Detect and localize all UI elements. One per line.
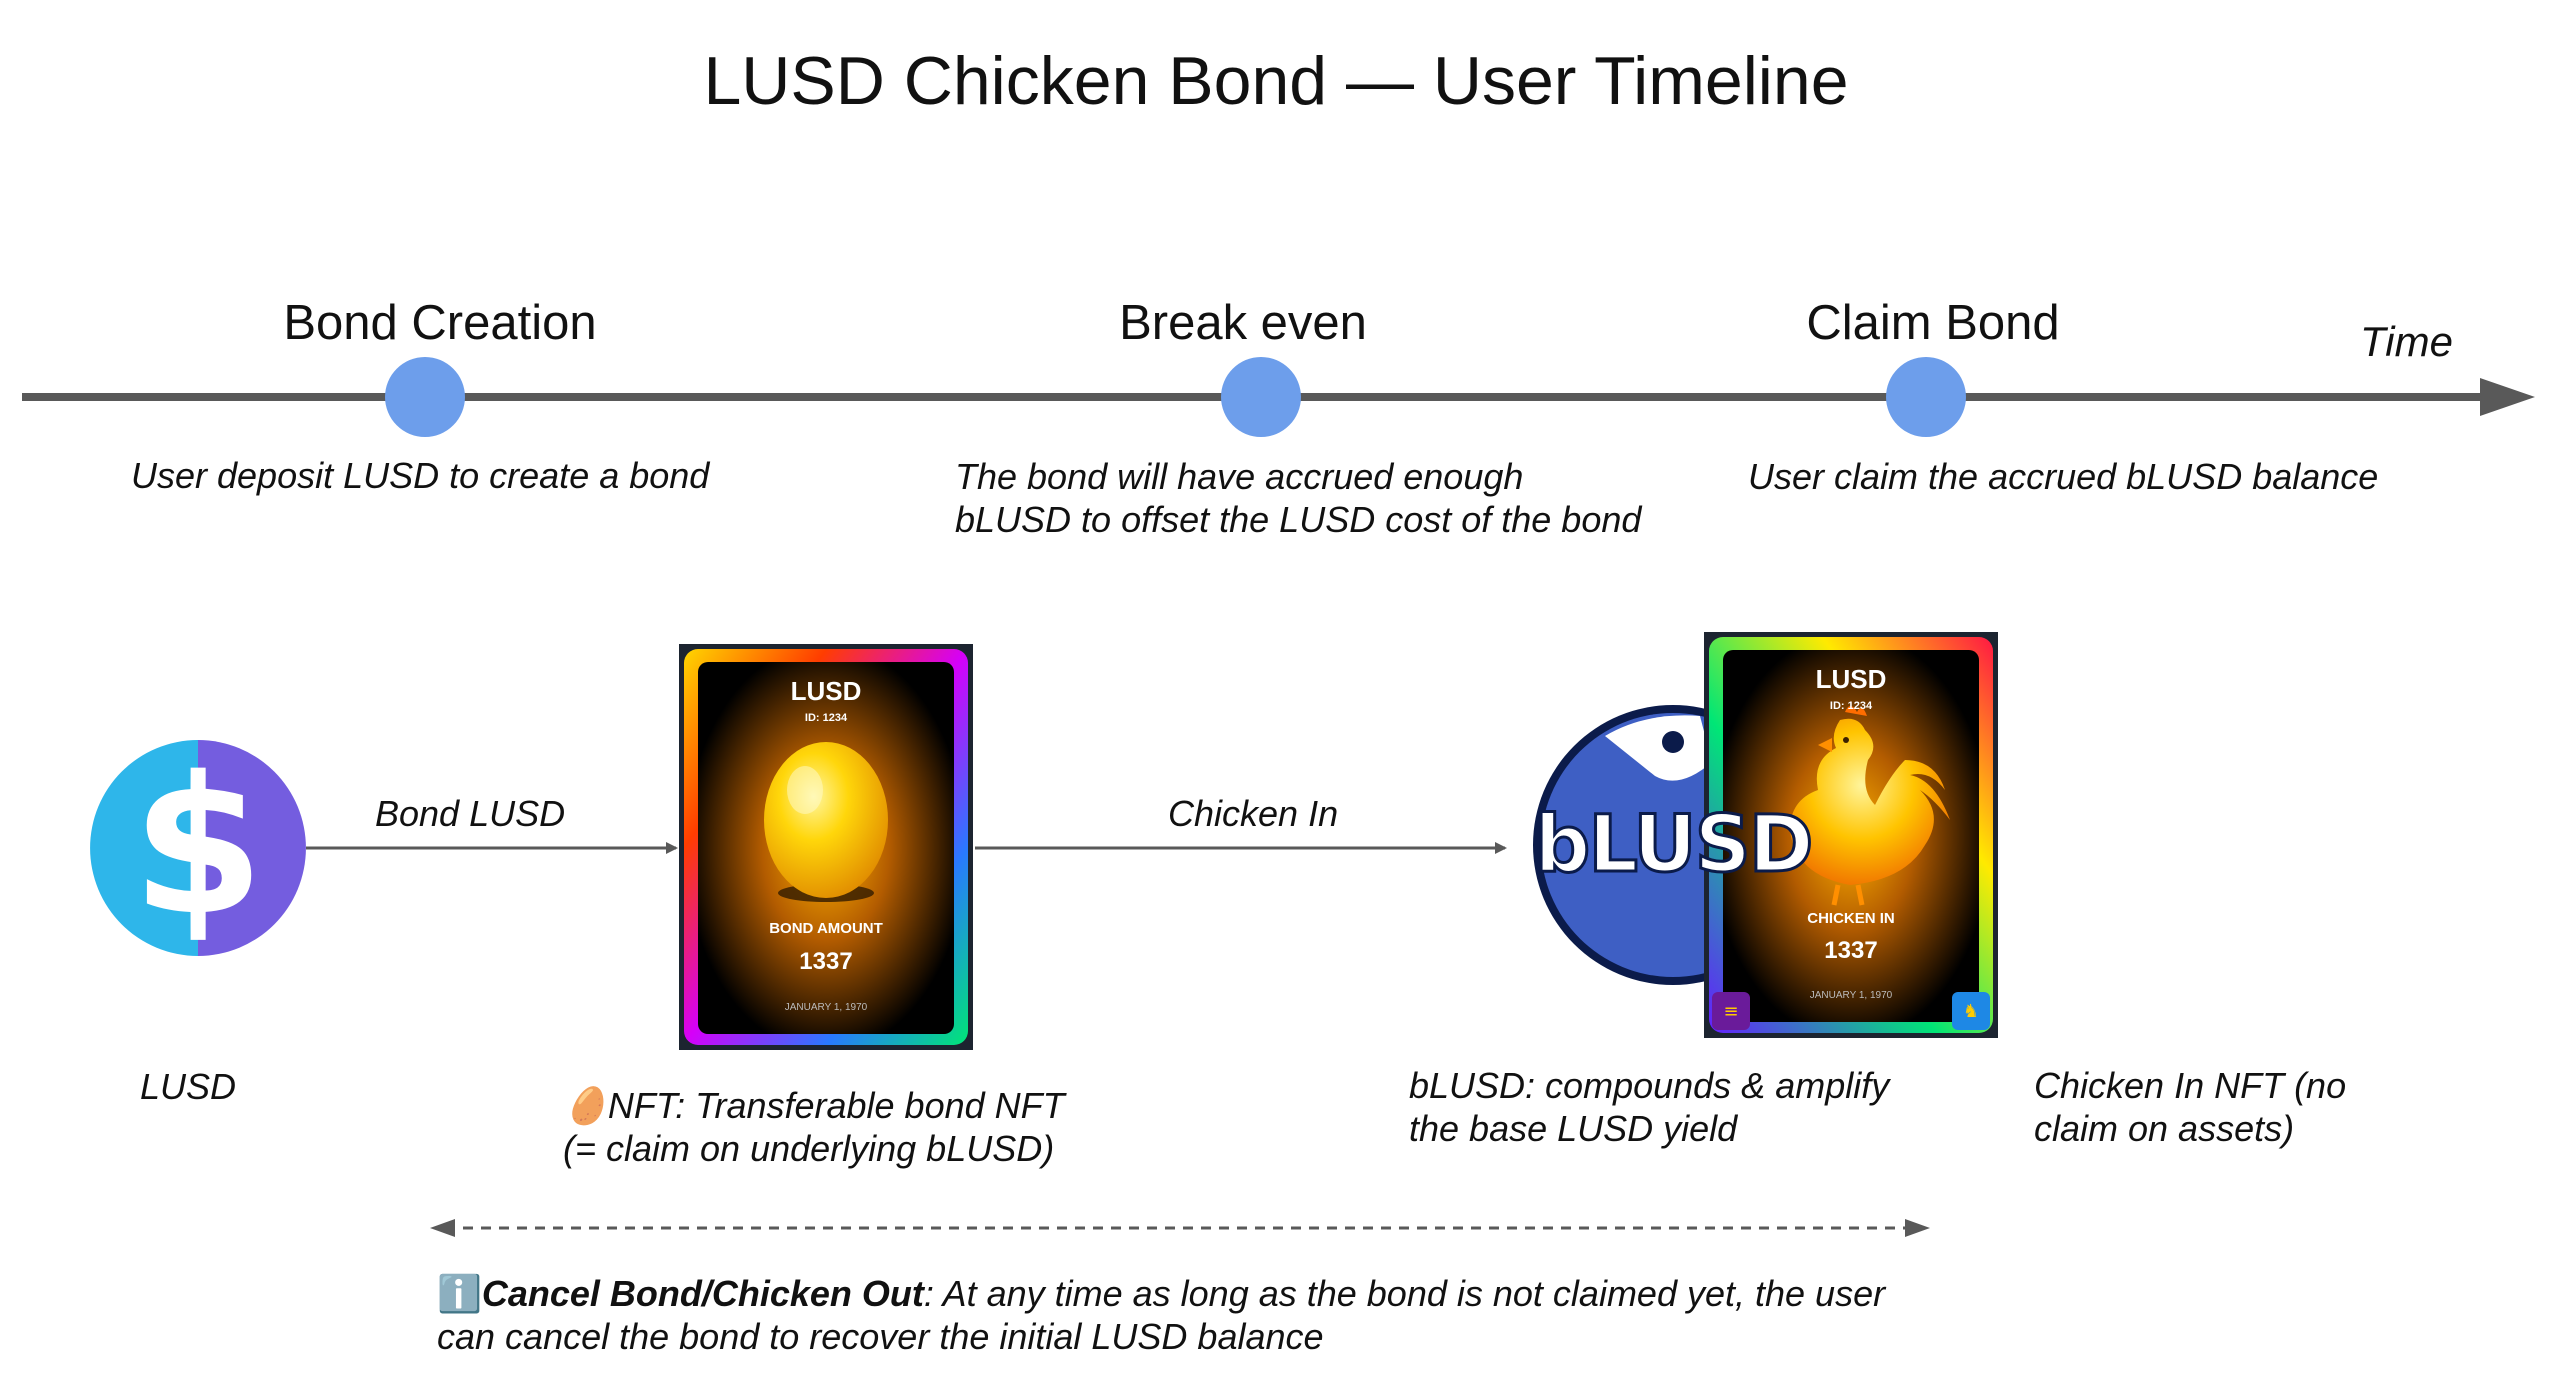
milestone-dot-break-even xyxy=(1221,357,1301,437)
milestone-description-bond-creation: User deposit LUSD to create a bond xyxy=(131,454,709,497)
description-line: bLUSD to offset the LUSD cost of the bon… xyxy=(955,499,1642,540)
bond-card-date: JANUARY 1, 1970 xyxy=(784,1002,868,1013)
bond-lusd-label: Bond LUSD xyxy=(375,793,566,834)
description-line: The bond will have accrued enough xyxy=(955,456,1524,497)
caption-line: (= claim on underlying bLUSD) xyxy=(563,1128,1055,1169)
cancel-note-text-2: can cancel the bond to recover the initi… xyxy=(437,1316,1324,1357)
svg-text:≡: ≡ xyxy=(1723,1001,1738,1022)
blusd-logo-text: bLUSD xyxy=(1533,799,1815,892)
bond-card-amount-label: BOND AMOUNT xyxy=(769,920,883,937)
svg-text:$: $ xyxy=(132,736,264,957)
caption-line: bLUSD: compounds & amplify xyxy=(1409,1065,1890,1106)
caption-line: 🥚NFT: Transferable bond NFT xyxy=(563,1085,1065,1126)
lusd-caption: LUSD xyxy=(140,1066,237,1107)
cancel-note-text-1: : At any time as long as the bond is not… xyxy=(923,1273,1886,1314)
cancel-note-title: Cancel Bond/Chicken Out xyxy=(481,1273,924,1314)
page-title: LUSD Chicken Bond — User Timeline xyxy=(703,43,1849,119)
milestone-label-claim-bond: Claim Bond xyxy=(1806,296,2060,350)
cancel-period-arrow xyxy=(430,1219,1930,1237)
description-line: User claim the accrued bLUSD balance xyxy=(1748,456,2379,497)
cancel-note-line-1: ℹ️Cancel Bond/Chicken Out: At any time a… xyxy=(437,1272,1937,1315)
chicken-card-token: LUSD xyxy=(1815,664,1887,694)
chicken-card-id: ID: 1234 xyxy=(1829,700,1873,712)
caption-line: claim on assets) xyxy=(2034,1108,2295,1149)
milestone-description-break-even: The bond will have accrued enough bLUSD … xyxy=(955,455,1641,541)
milestone-label-break-even: Break even xyxy=(1119,296,1367,350)
milestone-description-claim-bond: User claim the accrued bLUSD balance xyxy=(1748,455,2378,498)
chicken-card-date: JANUARY 1, 1970 xyxy=(1809,990,1893,1001)
info-icon: ℹ️ xyxy=(437,1273,482,1314)
description-line: User deposit LUSD to create a bond xyxy=(131,455,710,496)
milestone-dot-claim-bond xyxy=(1886,357,1966,437)
bond-card-token: LUSD xyxy=(790,676,862,706)
chicken-nft-card: ≡ ♞ xyxy=(1704,632,1998,1038)
caption-line: Chicken In NFT (no xyxy=(2034,1065,2347,1106)
cancel-note: ℹ️Cancel Bond/Chicken Out: At any time a… xyxy=(437,1272,1937,1358)
lusd-logo-icon: $ xyxy=(90,736,306,957)
chicken-card-amount: 1337 xyxy=(1824,937,1878,964)
timeline-arrowhead xyxy=(2480,378,2535,416)
chicken-in-label: Chicken In xyxy=(1168,793,1339,834)
milestone-dot-bond-creation xyxy=(385,357,465,437)
svg-text:♞: ♞ xyxy=(1963,1001,1979,1022)
blusd-caption: bLUSD: compounds & amplify the base LUSD… xyxy=(1409,1064,1889,1150)
bond-nft-card xyxy=(679,644,973,1050)
caption-line: the base LUSD yield xyxy=(1409,1108,1738,1149)
time-axis-label: Time xyxy=(2360,318,2453,365)
golden-egg-icon xyxy=(764,742,888,898)
bond-card-id: ID: 1234 xyxy=(804,712,848,724)
nft-caption: 🥚NFT: Transferable bond NFT (= claim on … xyxy=(563,1084,1065,1170)
rooster-icon xyxy=(1790,706,1950,906)
chicken-card-status: CHICKEN IN xyxy=(1807,910,1895,927)
milestone-label-bond-creation: Bond Creation xyxy=(283,296,597,350)
bond-card-amount: 1337 xyxy=(799,948,853,975)
chicken-caption: Chicken In NFT (no claim on assets) xyxy=(2034,1064,2346,1150)
